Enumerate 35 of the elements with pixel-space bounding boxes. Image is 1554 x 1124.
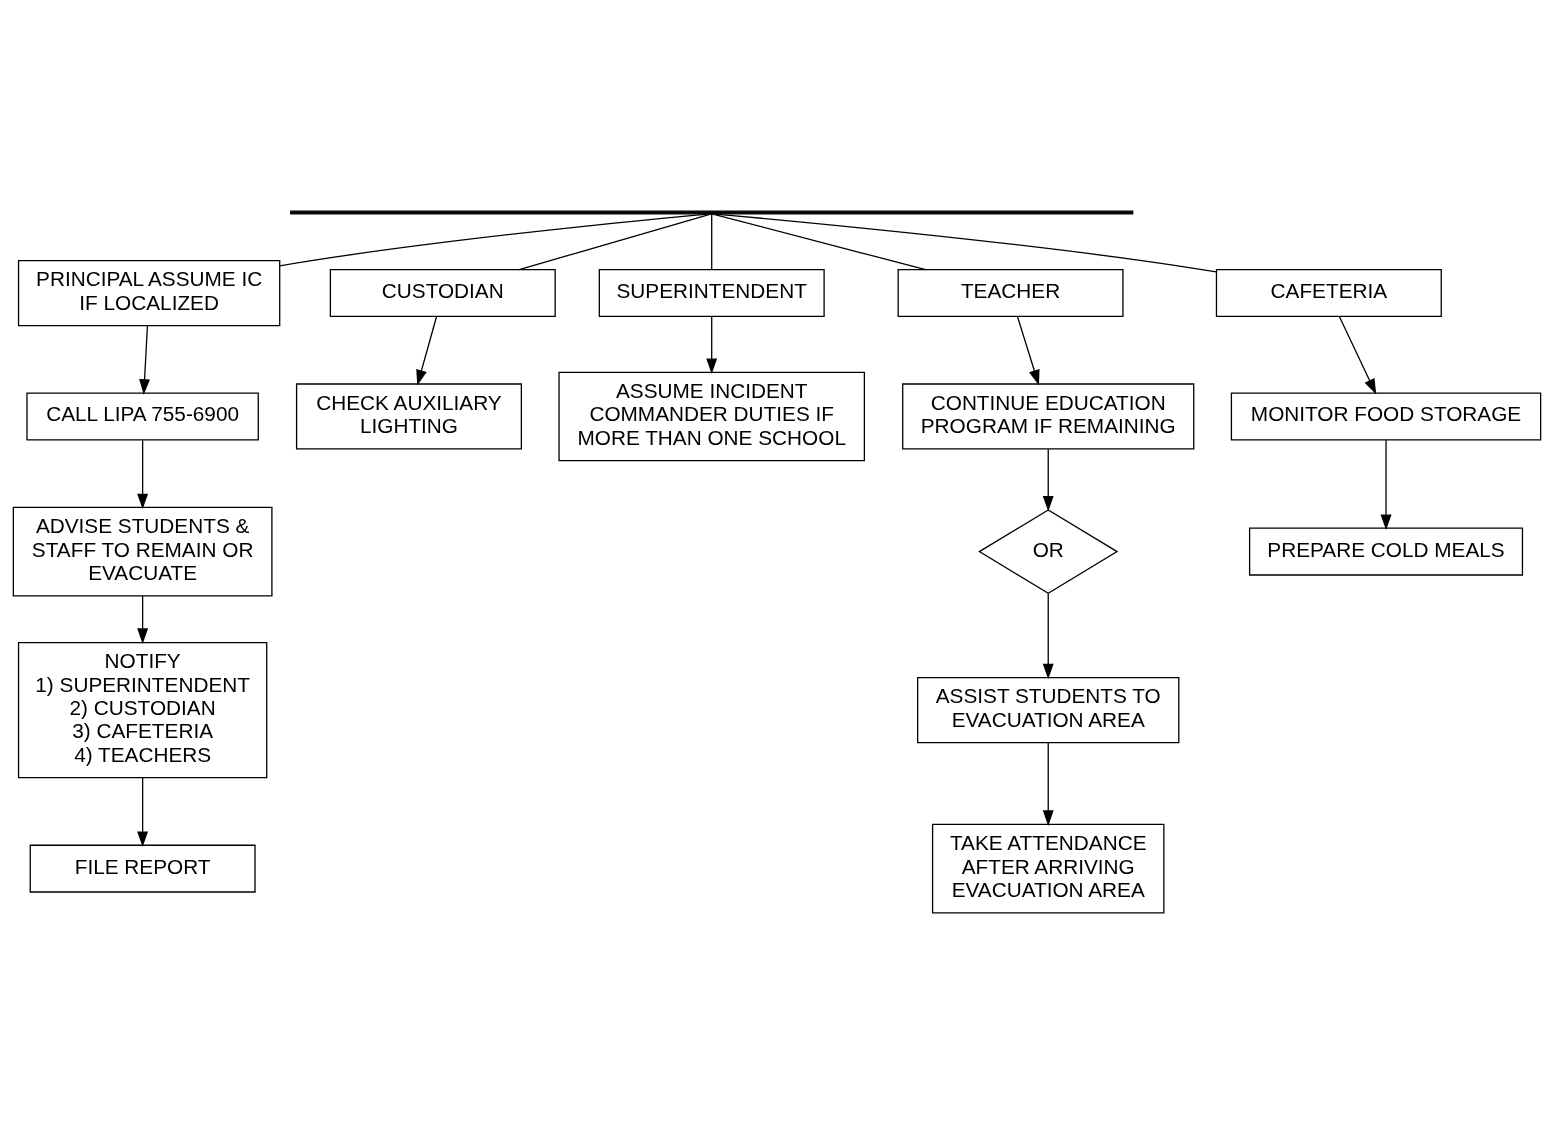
connector: [518, 213, 713, 271]
node-box: ASSUME INCIDENT COMMANDER DUTIES IF MORE THAN ONE SCHOOL: [558, 371, 866, 462]
node-box: CONTINUE EDUCATION PROGRAM IF REMAINING: [902, 383, 1195, 450]
connector: [711, 213, 713, 271]
node-box: CAFETERIA: [1215, 269, 1442, 318]
node-box: NOTIFY 1) SUPERINTENDENT 2) CUSTODIAN 3) CAFETERIA 4) TEACHERS: [17, 641, 268, 779]
arrow: [706, 315, 718, 375]
arrow: [1042, 592, 1054, 680]
node-box: MONITOR FOOD STORAGE: [1230, 392, 1542, 441]
arrow: [1380, 439, 1392, 531]
arrow: [1042, 742, 1054, 826]
arrow: [137, 777, 149, 847]
node-box: PREPARE COLD MEALS: [1248, 527, 1524, 576]
arrow: [416, 315, 438, 386]
node-box: SUPERINTENDENT: [598, 269, 825, 318]
arrow: [1042, 448, 1054, 512]
node-box: CUSTODIAN: [329, 269, 556, 318]
node-box: CHECK AUXILIARY LIGHTING: [295, 383, 522, 450]
arrow: [1338, 315, 1377, 395]
connector: [279, 213, 713, 267]
node-box: ADVISE STUDENTS & STAFF TO REMAIN OR EVACUATE: [12, 506, 273, 597]
node-box: PRINCIPAL ASSUME IC IF LOCALIZED: [17, 259, 281, 327]
node-box: ASSIST STUDENTS TO EVACUATION AREA: [917, 677, 1180, 744]
arrow: [1016, 315, 1040, 386]
node-diamond: OR: [978, 509, 1119, 594]
arrow: [137, 439, 149, 510]
node-box: TEACHER: [897, 269, 1124, 318]
node-bar: [290, 210, 1134, 215]
connector: [711, 213, 1217, 273]
connector: [711, 213, 927, 271]
arrow: [137, 595, 149, 644]
node-box: CALL LIPA 755-6900: [26, 392, 259, 441]
node-box: TAKE ATTENDANCE AFTER ARRIVING EVACUATION AREA: [931, 823, 1165, 914]
arrow: [139, 325, 151, 395]
node-box: FILE REPORT: [29, 844, 256, 893]
